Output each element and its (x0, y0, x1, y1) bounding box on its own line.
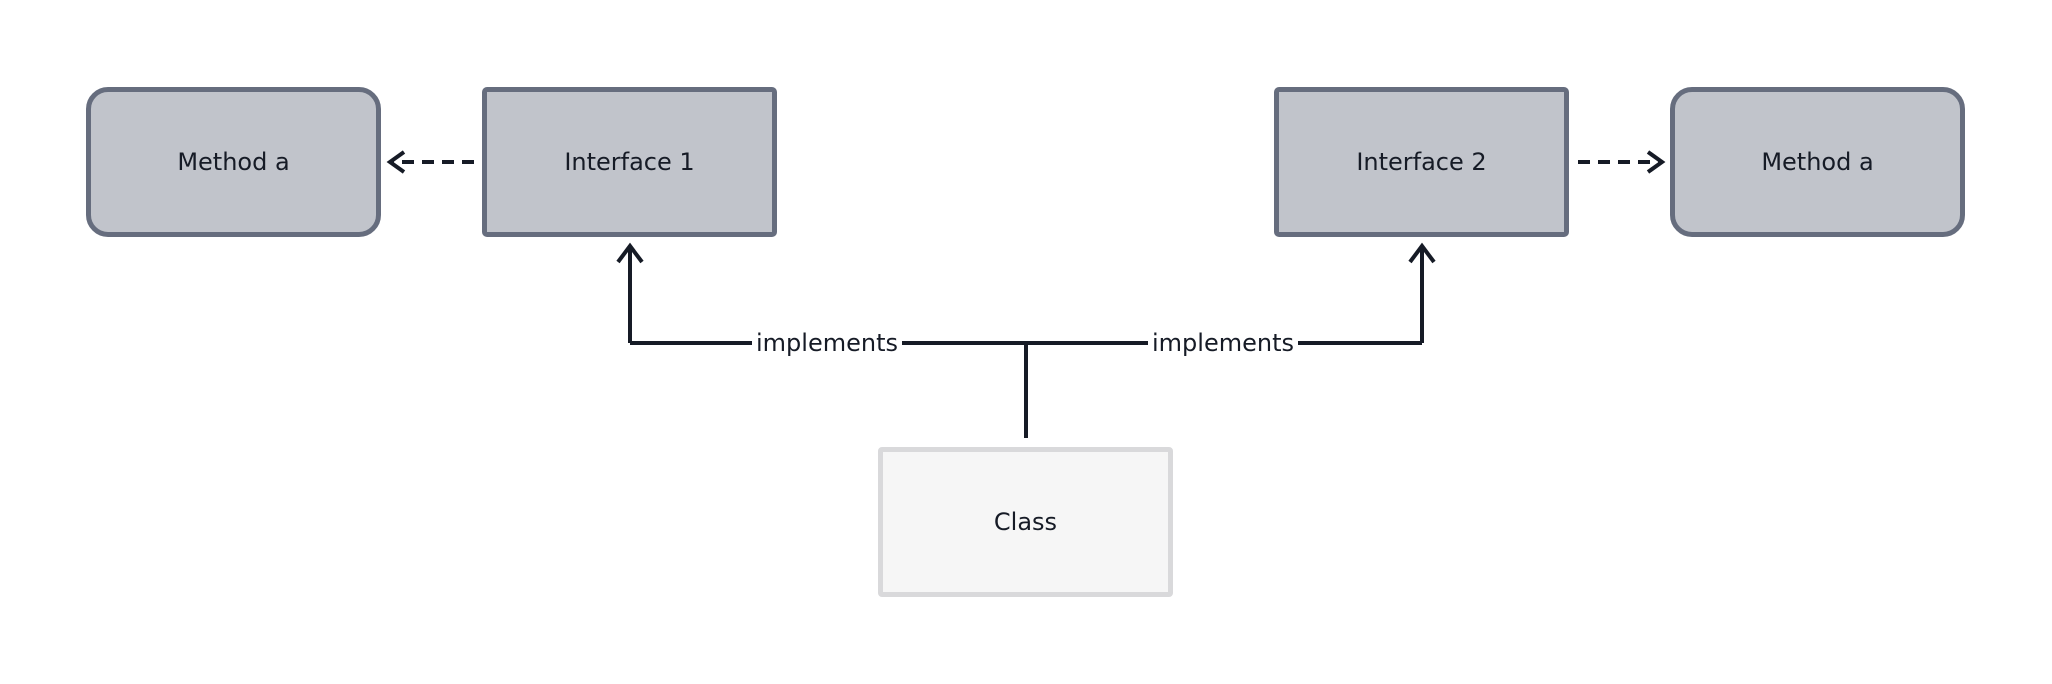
method-a-right-label: Method a (1761, 148, 1874, 176)
class-label: Class (993, 508, 1058, 536)
interface-1-node[interactable]: Interface 1 (482, 87, 777, 237)
interface-2-label: Interface 2 (1356, 148, 1487, 176)
interface-2-node[interactable]: Interface 2 (1274, 87, 1569, 237)
implements-2-arrowhead (1408, 242, 1436, 264)
dashed-right-arrowhead (1646, 150, 1666, 174)
method-a-left-label: Method a (177, 148, 290, 176)
dashed-left-arrowhead (386, 150, 406, 174)
class-node[interactable]: Class (878, 447, 1173, 597)
method-a-right-node[interactable]: Method a (1670, 87, 1965, 237)
method-a-left-node[interactable]: Method a (86, 87, 381, 237)
interface-1-label: Interface 1 (564, 148, 695, 176)
implements-1-arrowhead (616, 242, 644, 264)
implements-2-label: implements (1148, 328, 1298, 358)
implements-1-label: implements (752, 328, 902, 358)
